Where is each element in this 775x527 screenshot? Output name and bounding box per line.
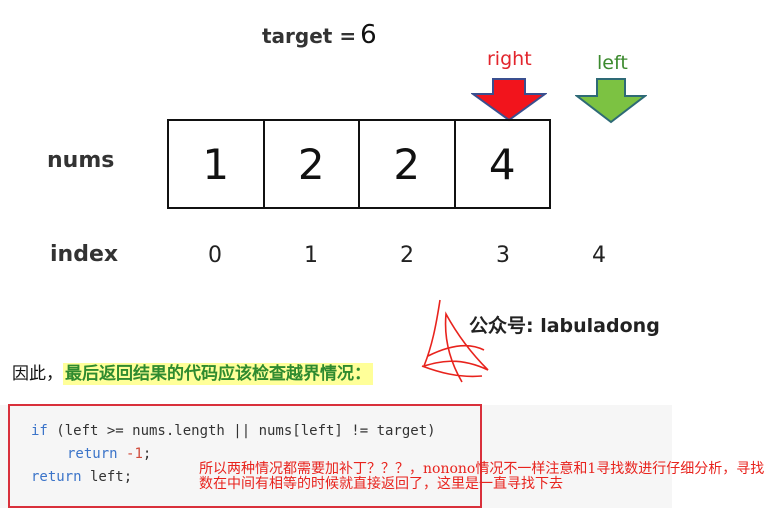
- code-line-3-rest: left;: [81, 469, 133, 485]
- nums-array: 1 2 2 4: [167, 119, 551, 209]
- paragraph-prefix: 因此，: [12, 364, 63, 384]
- index-1: 1: [304, 243, 318, 268]
- code-block: [0, 405, 672, 508]
- keyword-if: if: [31, 423, 48, 439]
- explanation-paragraph: 因此，最后返回结果的代码应该检查越界情况：: [12, 359, 373, 385]
- pen-scribble-icon: [421, 299, 489, 383]
- watermark: 公众号: labuladong: [469, 315, 660, 337]
- index-row: 0 1 2 3 4: [167, 243, 647, 273]
- right-pointer-label: right: [487, 48, 532, 70]
- left-pointer-arrow-icon: [575, 78, 647, 124]
- code-line-3: return left;: [31, 469, 132, 485]
- code-line-1: if (left >= nums.length || nums[left] !=…: [31, 423, 436, 439]
- index-4: 4: [592, 243, 606, 268]
- right-pointer-arrow-icon: [471, 78, 547, 122]
- highlighted-text: 最后返回结果的代码应该检查越界情况：: [63, 363, 373, 385]
- nums-row-label: nums: [47, 148, 115, 173]
- array-cell-0: 1: [169, 121, 265, 207]
- target-label: target =6: [262, 20, 377, 50]
- handwritten-comment: 所以两种情况都需要加补丁？？？，nonono情况不一样注意和1寻找数进行仔细分析…: [199, 461, 765, 492]
- target-value: 6: [360, 20, 377, 50]
- keyword-return-2: return: [31, 469, 82, 485]
- target-label-text: target =: [262, 24, 357, 48]
- code-line-1-rest: (left >= nums.length || nums[left] != ta…: [47, 423, 436, 439]
- array-cell-2: 2: [360, 121, 456, 207]
- code-line-2-end: ;: [142, 446, 152, 462]
- array-cell-1: 2: [265, 121, 360, 207]
- array-cell-3: 4: [488, 139, 516, 189]
- return-value: -1: [126, 446, 143, 462]
- keyword-return: return: [67, 446, 118, 462]
- annotation-frame: [8, 404, 482, 508]
- index-3: 3: [496, 243, 510, 268]
- index-0: 0: [208, 243, 222, 268]
- code-line-2: return -1;: [67, 446, 151, 462]
- index-2: 2: [400, 243, 414, 268]
- index-row-label: index: [50, 242, 119, 267]
- left-pointer-label: left: [597, 52, 628, 74]
